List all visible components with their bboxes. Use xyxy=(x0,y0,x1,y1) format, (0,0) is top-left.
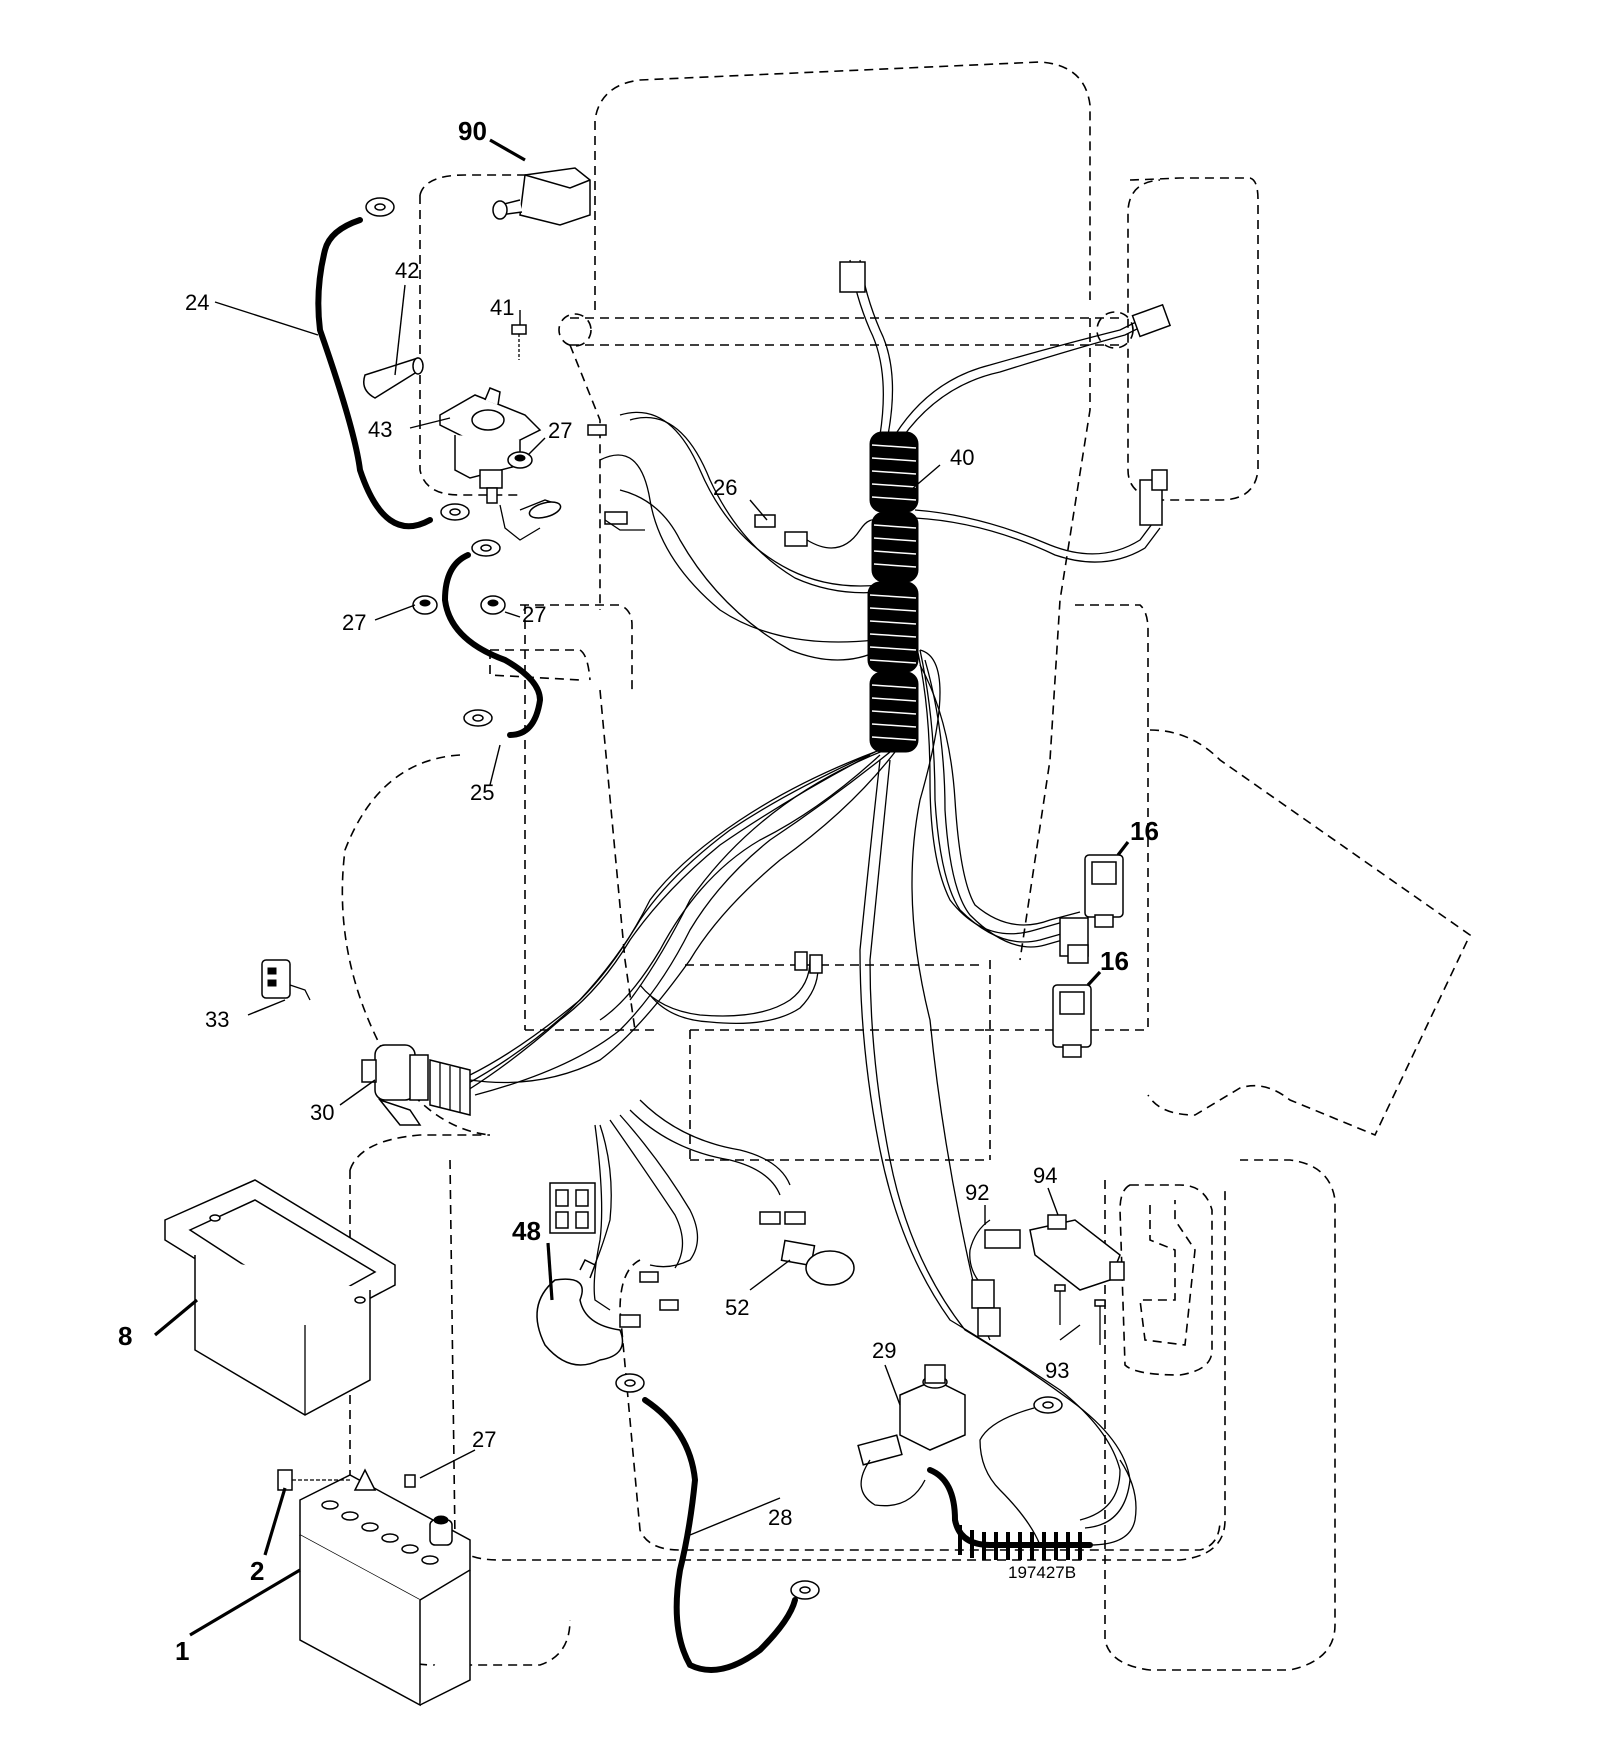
wire-harness-40 xyxy=(464,259,1172,1529)
callout-41: 41 xyxy=(490,295,514,320)
coiled-cord xyxy=(857,1396,1137,1560)
headlight-bulbs xyxy=(536,1258,679,1366)
drawing-number: 197427B xyxy=(1008,1563,1076,1582)
callout-90: 90 xyxy=(458,116,487,146)
leader-lines xyxy=(153,138,1130,1637)
seat-switch-29 xyxy=(899,1364,966,1451)
callout-16-top: 16 xyxy=(1130,816,1159,846)
connector-48 xyxy=(549,1182,596,1234)
callout-27-left: 27 xyxy=(342,610,366,635)
cable-24 xyxy=(315,197,470,530)
nuts-27 xyxy=(412,451,533,615)
callout-43: 43 xyxy=(368,417,392,442)
callout-28: 28 xyxy=(768,1505,792,1530)
callout-93: 93 xyxy=(1045,1358,1069,1383)
callout-1: 1 xyxy=(175,1636,189,1666)
boot-42 xyxy=(363,357,424,399)
battery-box-8 xyxy=(164,1179,396,1416)
callout-48: 48 xyxy=(512,1216,541,1246)
screws-93 xyxy=(1054,1284,1106,1345)
boot-90 xyxy=(492,167,591,226)
callout-24: 24 xyxy=(185,290,209,315)
callout-2: 2 xyxy=(250,1556,264,1586)
cable-25 xyxy=(442,539,543,738)
callout-52: 52 xyxy=(725,1295,749,1320)
bolt-41 xyxy=(511,324,527,360)
callout-94: 94 xyxy=(1033,1163,1057,1188)
callout-27-mid: 27 xyxy=(522,602,546,627)
callout-26: 26 xyxy=(713,475,737,500)
light-52 xyxy=(780,1239,855,1286)
callout-33: 33 xyxy=(205,1007,229,1032)
battery-1 xyxy=(299,1474,471,1707)
switch-92 xyxy=(969,1219,1021,1337)
switch-94 xyxy=(1029,1214,1125,1291)
callout-40: 40 xyxy=(950,445,974,470)
starter-solenoid xyxy=(439,387,542,504)
solenoid-wires xyxy=(499,499,562,541)
callout-27-top: 27 xyxy=(548,418,572,443)
cable-28 xyxy=(615,1373,820,1673)
callout-16-bottom: 16 xyxy=(1100,946,1129,976)
callout-29: 29 xyxy=(872,1338,896,1363)
interlock-switch-16a xyxy=(1084,854,1124,928)
ignition-switch-30 xyxy=(361,1044,471,1126)
ignition-key-33 xyxy=(261,959,311,1001)
callout-8: 8 xyxy=(118,1321,132,1351)
callout-42: 42 xyxy=(395,258,419,283)
callout-25: 25 xyxy=(470,780,494,805)
callout-30: 30 xyxy=(310,1100,334,1125)
callout-labels: 90 42 24 41 43 27 27 27 25 26 40 16 16 3… xyxy=(118,116,1159,1666)
interlock-switch-16b xyxy=(1052,984,1092,1058)
callout-27-battery: 27 xyxy=(472,1427,496,1452)
callout-92: 92 xyxy=(965,1180,989,1205)
